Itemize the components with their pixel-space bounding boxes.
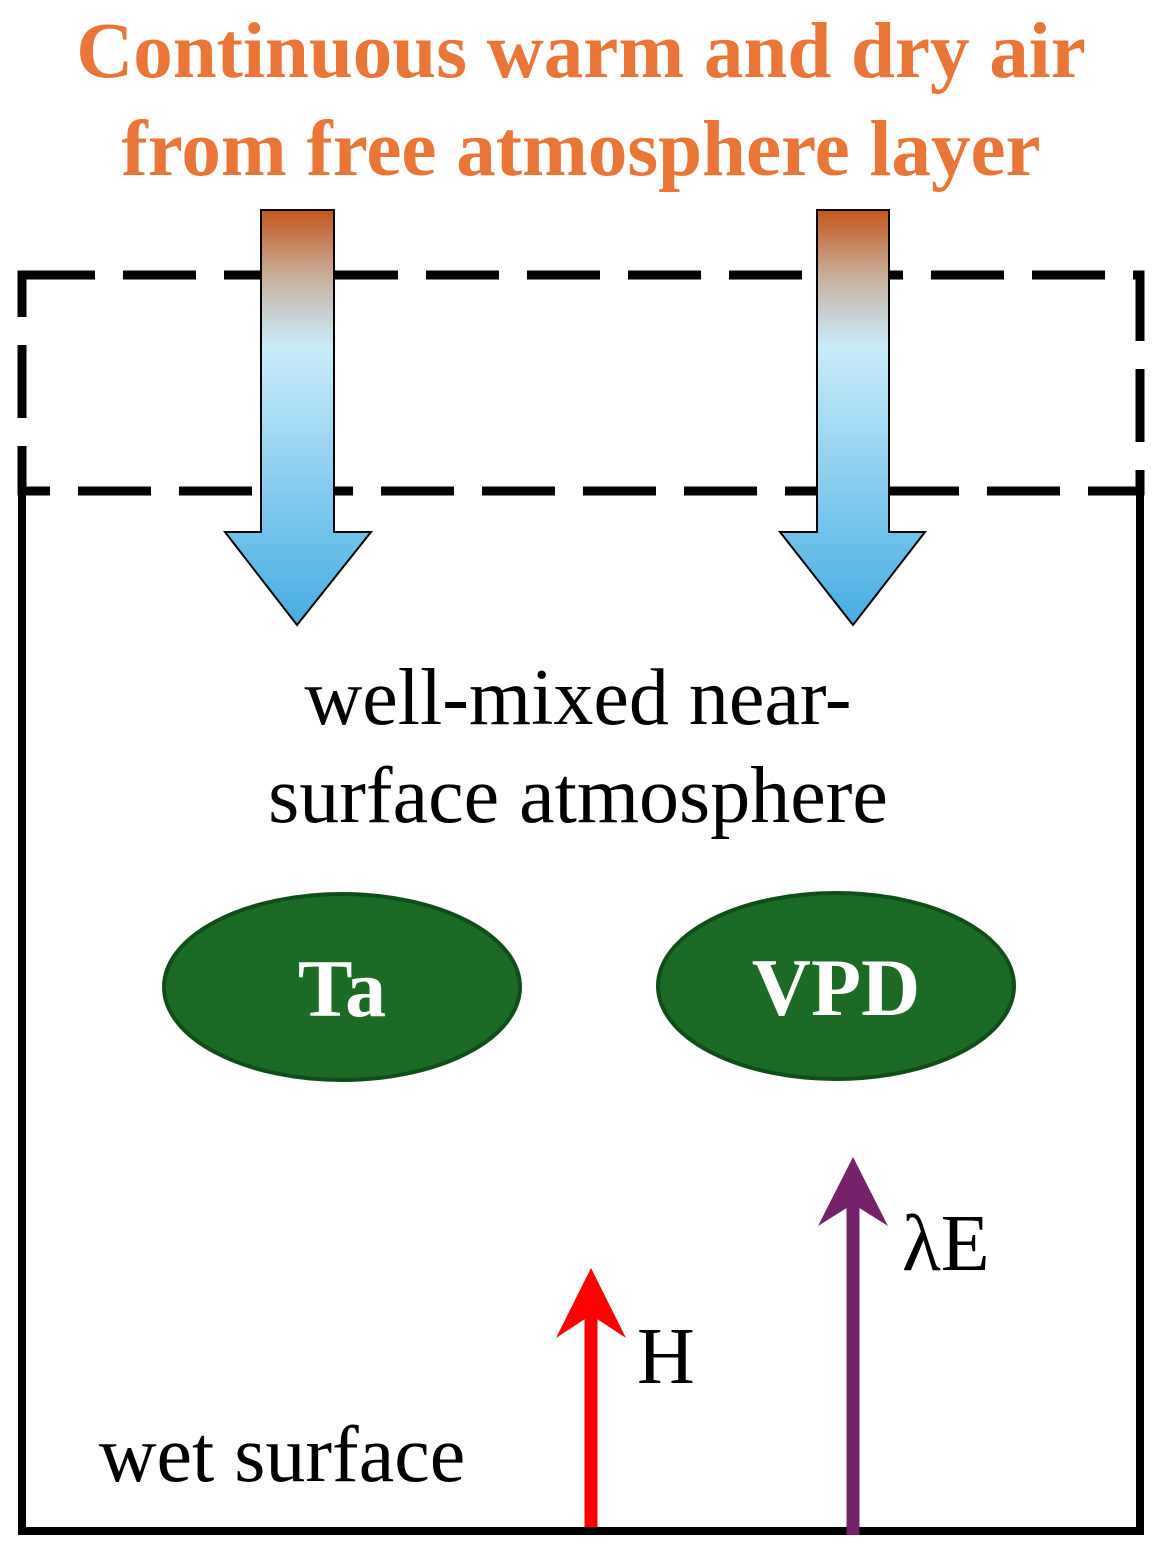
h-label: H (637, 1313, 695, 1401)
wet-surface-label: wet surface (99, 1411, 465, 1499)
mixed-layer-label-line-2: surface atmosphere (268, 752, 888, 840)
mixed-layer-label-line-1: well-mixed near- (304, 654, 851, 742)
free-atmosphere-boundary (17, 270, 1145, 496)
variable-ta: Ta (162, 892, 522, 1082)
warm-dry-air-arrow-left (222, 209, 374, 627)
warm-dry-air-arrow-right (777, 209, 928, 627)
sensible-heat-flux: H (556, 1268, 695, 1527)
le-label: λE (902, 1200, 990, 1288)
variable-vpd: VPD (656, 891, 1016, 1081)
ta-ellipse (162, 892, 522, 1082)
h-arrow-head (556, 1268, 626, 1338)
latent-heat-flux: λE (818, 1157, 990, 1535)
near-surface-box (18, 492, 1144, 1535)
ta-label: Ta (298, 943, 386, 1034)
vpd-label: VPD (752, 942, 921, 1033)
le-arrow-head (818, 1157, 888, 1226)
title-line-1: Continuous warm and dry air (76, 8, 1086, 95)
vpd-ellipse (656, 891, 1016, 1081)
title-line-2: from free atmosphere layer (121, 106, 1040, 193)
